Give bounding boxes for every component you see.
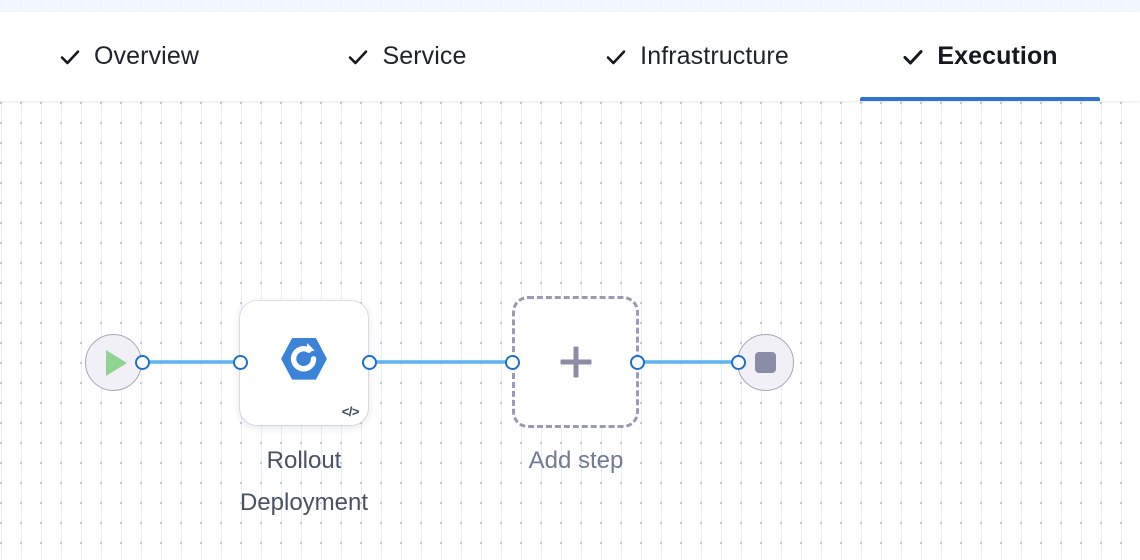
play-icon bbox=[105, 349, 127, 376]
port-end-input[interactable] bbox=[731, 355, 746, 370]
check-icon bbox=[59, 46, 81, 68]
add-step-node[interactable] bbox=[512, 296, 639, 428]
tab-infrastructure[interactable]: Infrastructure bbox=[552, 12, 842, 101]
check-icon bbox=[605, 46, 627, 68]
rollout-deployment-icon bbox=[279, 334, 329, 389]
add-step-label: Add step bbox=[528, 447, 624, 474]
port-step-input[interactable] bbox=[233, 355, 248, 370]
pipeline-graph: </> Rollout Deployment Add step bbox=[0, 101, 1140, 560]
pipeline-step-node-rollout-deployment[interactable]: </> bbox=[240, 301, 368, 425]
pipeline-tab-bar: Overview Service Infrastructure bbox=[0, 12, 1140, 101]
tab-infrastructure-label: Infrastructure bbox=[640, 42, 789, 70]
canvas-top-tint bbox=[0, 0, 1140, 12]
tab-service[interactable]: Service bbox=[302, 12, 512, 101]
port-start-output[interactable] bbox=[135, 355, 150, 370]
pipeline-step-label: Rollout Deployment bbox=[239, 447, 369, 516]
code-icon: </> bbox=[341, 404, 360, 419]
tab-overview[interactable]: Overview bbox=[14, 12, 244, 101]
tab-execution-label: Execution bbox=[937, 42, 1058, 70]
stop-icon bbox=[755, 352, 776, 373]
active-tab-indicator bbox=[860, 97, 1100, 101]
pipeline-start-node[interactable] bbox=[85, 334, 142, 391]
tab-service-label: Service bbox=[382, 42, 467, 70]
port-add-output[interactable] bbox=[630, 355, 645, 370]
tab-execution[interactable]: Execution bbox=[860, 12, 1100, 101]
plus-icon-vertical bbox=[573, 346, 578, 378]
tab-overview-label: Overview bbox=[94, 42, 199, 70]
port-step-output[interactable] bbox=[362, 355, 377, 370]
check-icon bbox=[902, 46, 924, 68]
port-add-input[interactable] bbox=[505, 355, 520, 370]
check-icon bbox=[347, 46, 369, 68]
